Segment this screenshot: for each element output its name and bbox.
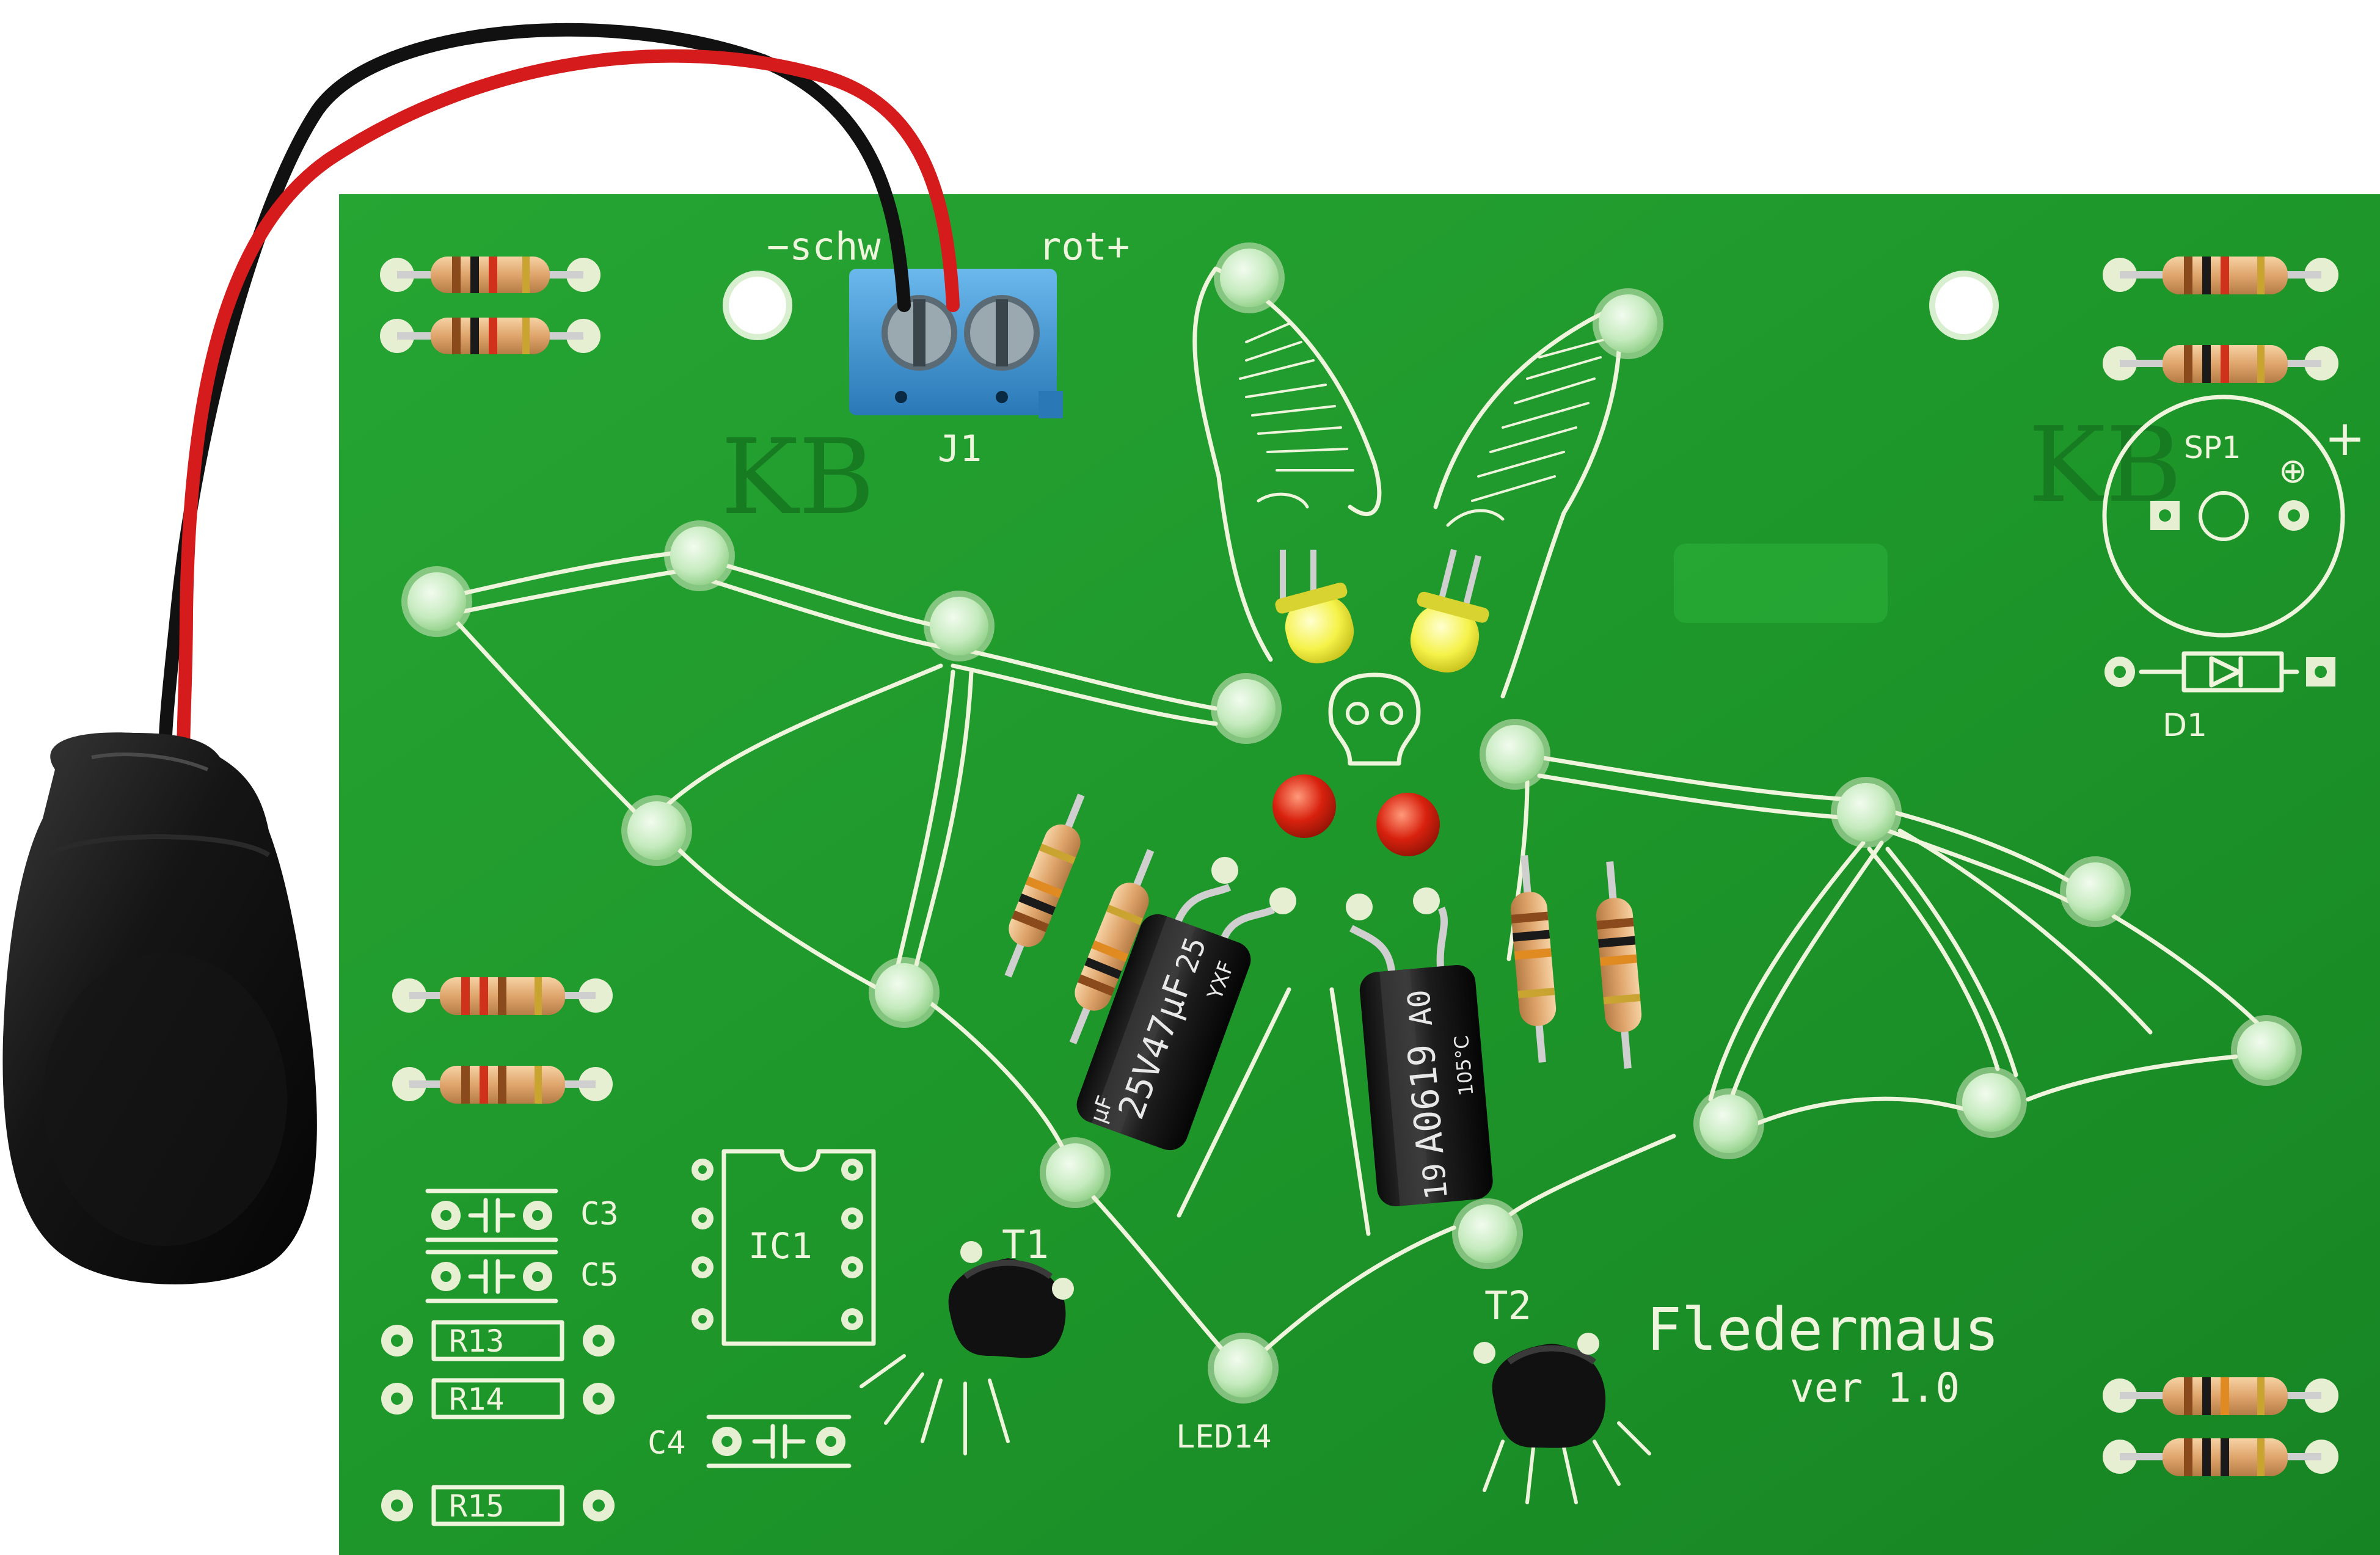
mounting-hole-right — [1929, 271, 1999, 340]
resistor-footprints-r13-r15: R13 R14 R15 — [381, 1320, 615, 1526]
pcb-board — [339, 194, 2380, 1555]
led-yellow — [1275, 582, 1354, 664]
led-green — [1831, 777, 1902, 848]
copper-pad-area — [1674, 544, 1888, 623]
board-version: ver 1.0 — [1790, 1364, 1960, 1411]
d1-footprint — [2104, 651, 2335, 693]
led-green — [1480, 719, 1550, 790]
led-green — [1208, 1333, 1279, 1404]
led-green — [1040, 1137, 1111, 1208]
leds-green — [401, 242, 2302, 1404]
resistors — [380, 257, 2338, 1476]
led-yellow — [1410, 591, 1489, 673]
transistor-rays — [860, 1354, 1651, 1504]
label-c4: C4 — [648, 1425, 686, 1462]
cap-right-print-4: A0 — [1401, 988, 1439, 1028]
bat-silkscreen — [425, 266, 2263, 1358]
label-c3: C3 — [580, 1196, 619, 1233]
label-r14: R14 — [449, 1382, 504, 1417]
battery-holder — [2, 732, 317, 1284]
electrolytic-capacitor-right: A0619 105°C 19 A0 — [1349, 906, 1493, 1207]
led-red — [1376, 793, 1440, 856]
cap-right-print-3: 19 — [1416, 1162, 1455, 1201]
led-green — [1693, 1088, 1764, 1159]
label-ic1: IC1 — [748, 1225, 812, 1267]
electrolytic-capacitor-left: 25V47μF μF YXF 25 — [1076, 883, 1276, 1151]
led-green — [1211, 673, 1282, 744]
led-green — [401, 566, 472, 637]
label-d1: D1 — [2163, 707, 2207, 744]
led-green — [869, 957, 940, 1028]
led-green — [1956, 1067, 2027, 1138]
leds-red — [1272, 774, 1440, 856]
label-t2: T2 — [1484, 1284, 1531, 1329]
led-green — [664, 520, 735, 591]
sp1-footprint — [2102, 395, 2345, 638]
label-led14: LED14 — [1176, 1419, 1272, 1455]
capacitor-pads — [1211, 857, 1440, 920]
cap-right-print-2: 105°C — [1450, 1035, 1478, 1097]
led-red — [1272, 774, 1336, 838]
transistor-t1 — [948, 1241, 1074, 1358]
mounting-hole-left — [723, 271, 792, 340]
label-j1: J1 — [938, 428, 982, 470]
wire-red — [177, 49, 960, 764]
led-green — [2231, 1015, 2302, 1086]
board-title: Fledermaus — [1646, 1295, 1999, 1364]
kb-mark-left: KB — [721, 417, 875, 538]
label-sp1-polarity: ⊕ — [2279, 451, 2307, 491]
leds-yellow-eyes — [1275, 548, 1489, 673]
label-sp1: SP1 — [2184, 430, 2241, 465]
capacitor-footprints — [425, 1189, 852, 1468]
label-r15: R15 — [449, 1488, 504, 1524]
ic1-footprint — [692, 1149, 876, 1346]
led-green — [1593, 288, 1663, 359]
label-power-minus: −schw — [767, 224, 881, 269]
led-green — [1214, 242, 1285, 313]
label-power-plus: rot+ — [1039, 224, 1130, 269]
wire-black — [158, 23, 911, 764]
led-green — [2060, 856, 2131, 927]
label-c5: C5 — [580, 1257, 619, 1294]
led-green — [1452, 1198, 1523, 1269]
label-sp1-plus: + — [2324, 410, 2365, 467]
led-green — [621, 795, 692, 866]
cap-right-print-1: A0619 — [1400, 1043, 1452, 1156]
label-r13: R13 — [449, 1324, 504, 1359]
led-green — [924, 591, 995, 661]
transistor-t2 — [1473, 1333, 1606, 1448]
